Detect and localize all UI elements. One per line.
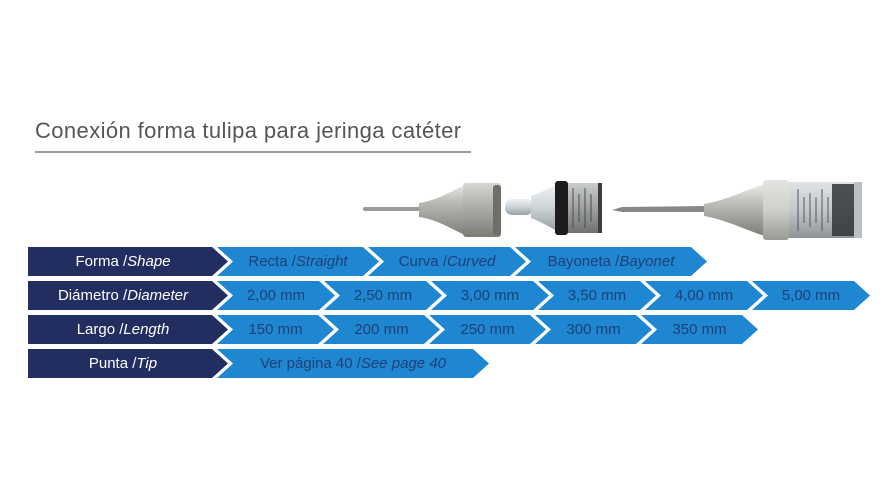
label-text-en: Length [123, 321, 170, 338]
spec-row-length: Largo / Length 150 mm 200 mm 250 mm 300 … [28, 315, 870, 344]
spec-label-arrow-tip: Punta / Tip [28, 349, 228, 378]
spec-row-shape: Forma / Shape Recta / Straight Curva / C… [28, 247, 870, 276]
value-text-es: 150 mm [248, 321, 303, 338]
label-text-en: Shape [127, 253, 171, 270]
value-text-en: See page 40 [360, 355, 446, 372]
value-text-es: 3,00 mm [460, 287, 520, 304]
label-text-es: Punta / [88, 355, 137, 372]
spec-value-arrow: 250 mm [429, 315, 546, 344]
spec-value-arrow: 200 mm [323, 315, 440, 344]
spec-value-arrow: 3,50 mm [538, 281, 656, 310]
label-text-es: Diámetro / [57, 287, 128, 304]
label-text-en: Diameter [127, 287, 189, 304]
spec-label-arrow-length: Largo / Length [28, 315, 228, 344]
label-text-es: Largo / [76, 321, 124, 338]
spec-label-arrow-shape: Forma / Shape [28, 247, 228, 276]
label-text-en: Tip [136, 355, 158, 372]
value-text-es: Curva / [398, 253, 447, 270]
spec-value-arrow: 2,50 mm [324, 281, 442, 310]
spec-value-arrow: 350 mm [641, 315, 758, 344]
spec-value-arrow: Ver página 40 / See page 40 [217, 349, 489, 378]
spec-value-arrow: 150 mm [217, 315, 334, 344]
spec-value-arrow: Recta / Straight [217, 247, 379, 276]
value-text-es: 200 mm [354, 321, 409, 338]
value-text-es: 300 mm [566, 321, 621, 338]
spec-value-arrow: 4,00 mm [645, 281, 763, 310]
spec-row-tip: Punta / Tip Ver página 40 / See page 40 [28, 349, 870, 378]
value-text-es: 2,00 mm [246, 287, 306, 304]
spec-value-arrow: 5,00 mm [752, 281, 870, 310]
spec-row-diameter: Diámetro / Diameter 2,00 mm 2,50 mm 3,00… [28, 281, 870, 310]
label-text-es: Forma / [75, 253, 128, 270]
value-text-es: 350 mm [672, 321, 727, 338]
value-text-en: Curved [447, 253, 496, 270]
spec-value-arrow: 3,00 mm [431, 281, 549, 310]
value-text-es: Ver página 40 / [260, 355, 361, 372]
value-text-es: 3,50 mm [567, 287, 627, 304]
value-text-es: 2,50 mm [353, 287, 413, 304]
value-text-es: Bayoneta / [547, 253, 620, 270]
value-text-es: 5,00 mm [781, 287, 841, 304]
page-title: Conexión forma tulipa para jeringa catét… [35, 118, 472, 153]
spec-value-arrow: 2,00 mm [217, 281, 335, 310]
value-text-es: 250 mm [460, 321, 515, 338]
value-text-es: Recta / [248, 253, 296, 270]
syringe-tip-image [505, 181, 602, 235]
spec-value-arrow: Curva / Curved [368, 247, 526, 276]
value-text-en: Straight [295, 253, 348, 270]
spec-table: Forma / Shape Recta / Straight Curva / C… [28, 247, 870, 383]
spec-label-arrow-diameter: Diámetro / Diameter [28, 281, 228, 310]
syringe-with-needle-image [612, 180, 862, 240]
spec-value-arrow: 300 mm [535, 315, 652, 344]
value-text-es: 4,00 mm [674, 287, 734, 304]
value-text-en: Bayonet [619, 253, 675, 270]
tulip-connector-image [363, 183, 501, 237]
spec-value-arrow: Bayoneta / Bayonet [515, 247, 707, 276]
